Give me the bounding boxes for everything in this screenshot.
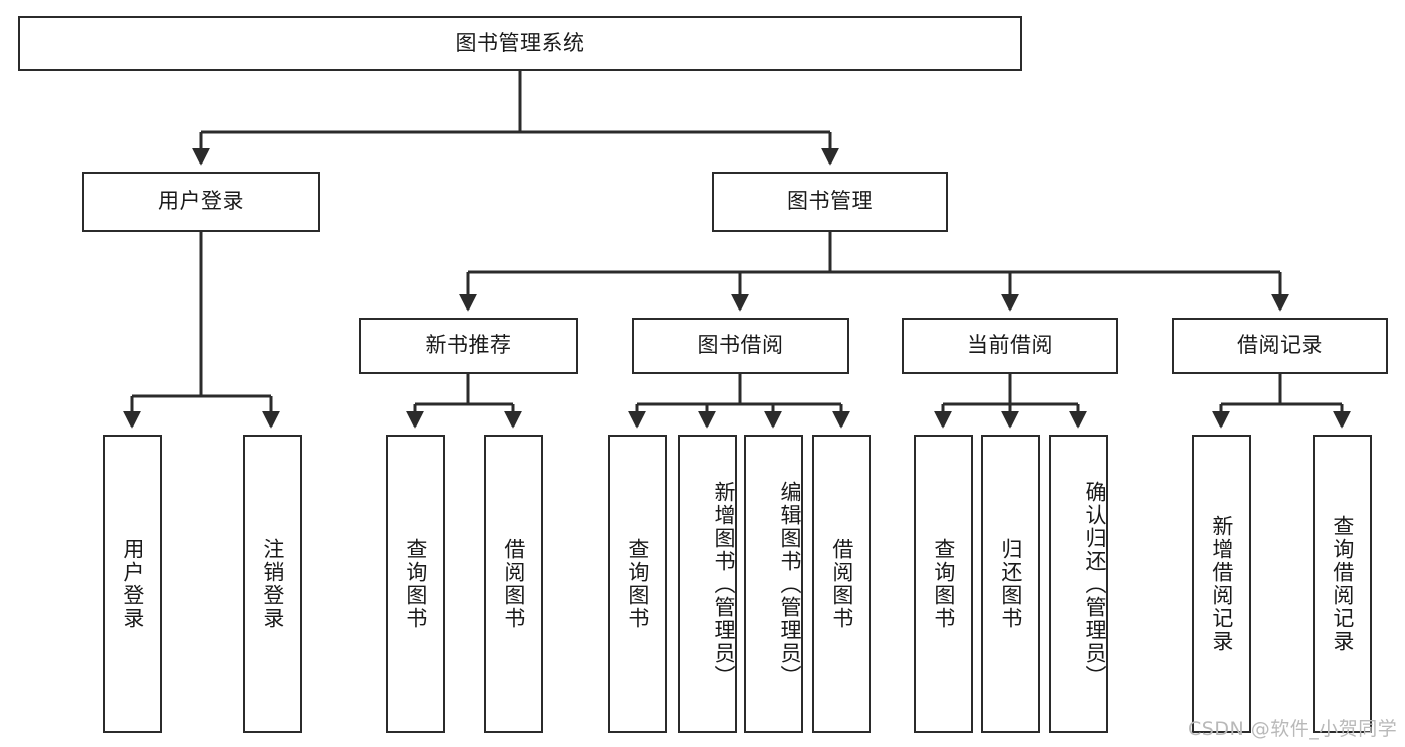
node-book-manage[interactable]: 图书管理 bbox=[712, 172, 948, 232]
leaf-node-query-book-current[interactable]: 查询图书 bbox=[914, 435, 973, 733]
leaf-node-borrow-book[interactable]: 借阅图书 bbox=[812, 435, 871, 733]
node-current-borrow[interactable]: 当前借阅 bbox=[902, 318, 1118, 374]
leaf-node-return-book[interactable]: 归还图书 bbox=[981, 435, 1040, 733]
leaf-node-confirm-return-admin[interactable]: 确认归还（管理员） bbox=[1049, 435, 1108, 733]
leaf-node-logout[interactable]: 注销登录 bbox=[243, 435, 302, 733]
leaf-node-borrow-book-recommend[interactable]: 借阅图书 bbox=[484, 435, 543, 733]
node-book-borrow[interactable]: 图书借阅 bbox=[632, 318, 849, 374]
leaf-node-query-borrow-record[interactable]: 查询借阅记录 bbox=[1313, 435, 1372, 733]
leaf-node-user-login[interactable]: 用户登录 bbox=[103, 435, 162, 733]
leaf-node-query-book-recommend[interactable]: 查询图书 bbox=[386, 435, 445, 733]
node-root-system[interactable]: 图书管理系统 bbox=[18, 16, 1022, 71]
csdn-watermark: CSDN @软件_小贺同学 bbox=[1188, 718, 1398, 740]
node-borrow-record[interactable]: 借阅记录 bbox=[1172, 318, 1388, 374]
node-new-book-recommend[interactable]: 新书推荐 bbox=[359, 318, 578, 374]
leaf-node-add-borrow-record[interactable]: 新增借阅记录 bbox=[1192, 435, 1251, 733]
leaf-node-query-book-borrow[interactable]: 查询图书 bbox=[608, 435, 667, 733]
leaf-node-add-book-admin[interactable]: 新增图书（管理员） bbox=[678, 435, 737, 733]
leaf-node-edit-book-admin[interactable]: 编辑图书（管理员） bbox=[744, 435, 803, 733]
node-user-login[interactable]: 用户登录 bbox=[82, 172, 320, 232]
